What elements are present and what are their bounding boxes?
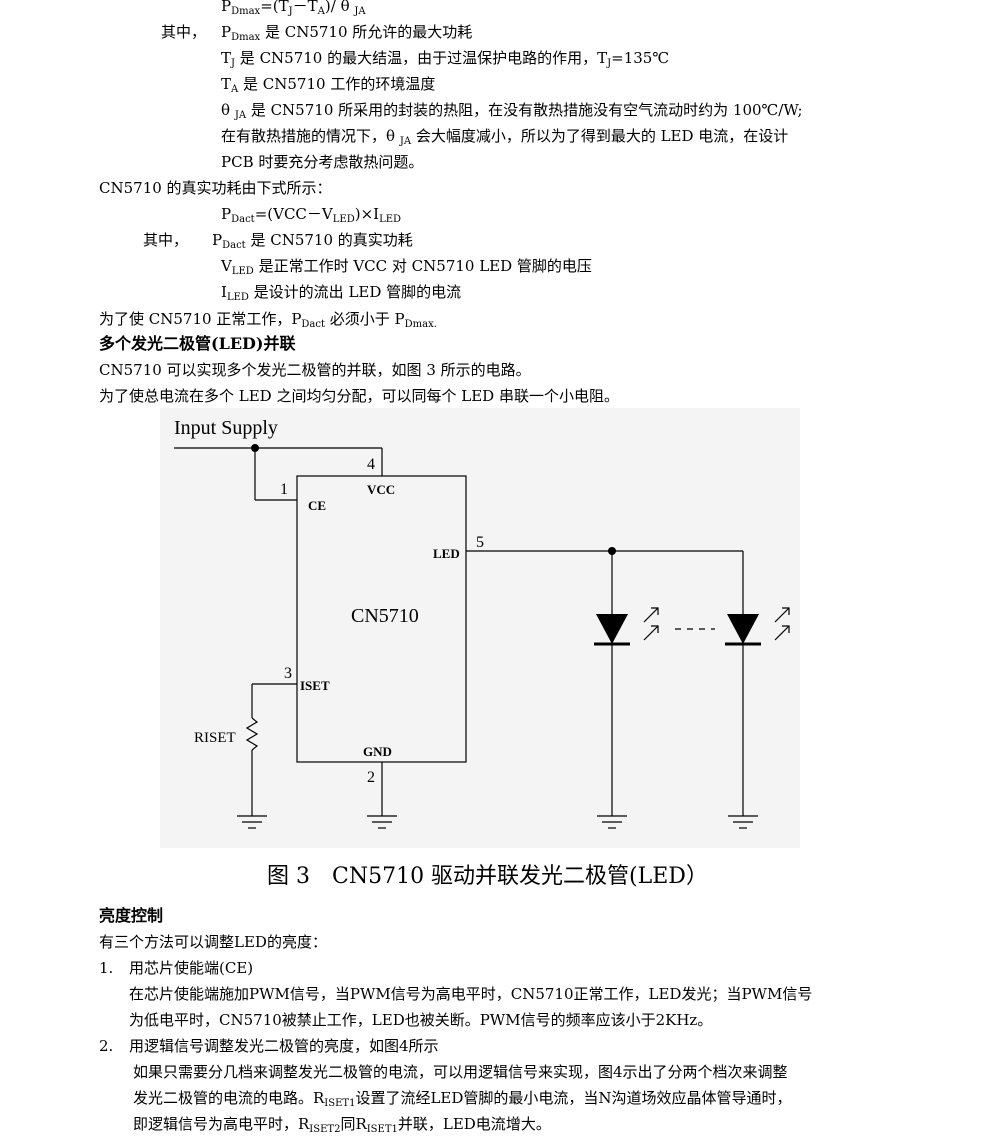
pin-label-iset: ISET [300,678,330,693]
list-item-2-title: 用逻辑信号调整发光二极管的亮度，如图4所示 [129,1037,439,1055]
list-item-2-line2: 发光二极管的电流的电路。RISET1设置了流经LED管脚的最小电流，当N沟道场效… [133,1089,792,1109]
actual-where1: PDact 是 CN5710 的真实功耗 [212,231,413,251]
where1-line1: PDmax 是 CN5710 所允许的最大功耗 [221,23,473,43]
list-item-1-line1: 在芯片使能端施加PWM信号，当PWM信号为高电平时，CN5710正常工作，LED… [129,985,813,1003]
pin-number-4: 4 [367,456,375,473]
ground-symbol-led1 [597,815,627,829]
list-item-2-number: 2. [99,1037,114,1055]
actual-where3: ILED 是设计的流出 LED 管脚的电流 [221,283,462,303]
list-item-2-line3: 即逻辑信号为高电平时，RISET2同RISET1并联，LED电流增大。 [133,1115,551,1135]
pin-number-5: 5 [476,534,484,551]
formula-pdact: PDact=(VCC－VLED)×ILED [221,205,402,225]
pin-label-ce: CE [308,498,326,513]
pin-label-led: LED [433,546,460,561]
where1-line3: TA 是 CN5710 工作的环境温度 [221,75,436,95]
list-item-1-line2: 为低电平时，CN5710被禁止工作，LED也被关断。PWM信号的频率应该小于2K… [129,1011,713,1029]
ground-symbol-chip [367,815,397,829]
figure-background [160,408,800,848]
ground-symbol-riset [237,815,267,829]
actual-condition: 为了使 CN5710 正常工作，PDact 必须小于 PDmax. [99,310,437,330]
led1-diode [594,614,630,646]
where1-line6: PCB 时要充分考虑散热问题。 [221,153,424,171]
pin-label-gnd: GND [363,744,392,759]
section1-paragraph-2: 为了使总电流在多个 LED 之间均匀分配，可以同每个 LED 串联一个小电阻。 [99,387,619,405]
junction-input [251,444,259,452]
section1-paragraph-1: CN5710 可以实现多个发光二极管的并联，如图 3 所示的电路。 [99,361,531,379]
chip-name-label: CN5710 [351,605,419,627]
where1-line2: TJ 是 CN5710 的最大结温，由于过温保护电路的作用，TJ=135℃ [221,49,670,69]
list-item-2-line1: 如果只需要分几档来调整发光二极管的电流，可以用逻辑信号来实现，图4示出了分两个档… [133,1063,788,1081]
ground-symbol-led2 [728,815,758,829]
led2-diode [725,614,761,646]
riset-resistor [245,717,259,751]
section-heading-parallel: 多个发光二极管(LED)并联 [99,334,296,353]
where1-line5: 在有散热措施的情况下，θ JA 会大幅度减小，所以为了得到最大的 LED 电流，… [221,127,789,147]
where-label-2: 其中， [143,231,189,249]
where-label-1: 其中， [161,23,207,41]
figure-caption: 图 3 CN5710 驱动并联发光二极管(LED） [267,864,708,889]
actual-where2: VLED 是正常工作时 VCC 对 CN5710 LED 管脚的电压 [221,257,592,277]
section2-intro: 有三个方法可以调整LED的亮度： [99,933,327,951]
list-item-1-number: 1. [99,959,114,977]
where1-line4: θ JA 是 CN5710 所采用的封装的热阻，在没有散热措施没有空气流动时约为… [221,101,803,121]
input-supply-label: Input Supply [174,417,278,439]
pin-number-3: 3 [284,665,292,682]
pin-label-vcc: VCC [367,482,395,497]
circuit-diagram: Input Supply 4 1 5 3 2 VCC CE LED ISET G… [160,408,800,848]
list-item-1-title: 用芯片使能端(CE) [129,959,254,977]
actual-intro: CN5710 的真实功耗由下式所示： [99,179,332,197]
section-heading-brightness: 亮度控制 [99,906,164,925]
riset-label: RISET [194,730,236,746]
formula-pdmax: PDmax=(TJ－TA)/ θ JA [221,0,366,17]
pin-number-2: 2 [367,769,375,786]
led2-light-arrows [774,607,790,641]
junction-led [608,547,616,555]
pin-number-1: 1 [280,481,288,498]
led1-light-arrows [643,607,659,641]
